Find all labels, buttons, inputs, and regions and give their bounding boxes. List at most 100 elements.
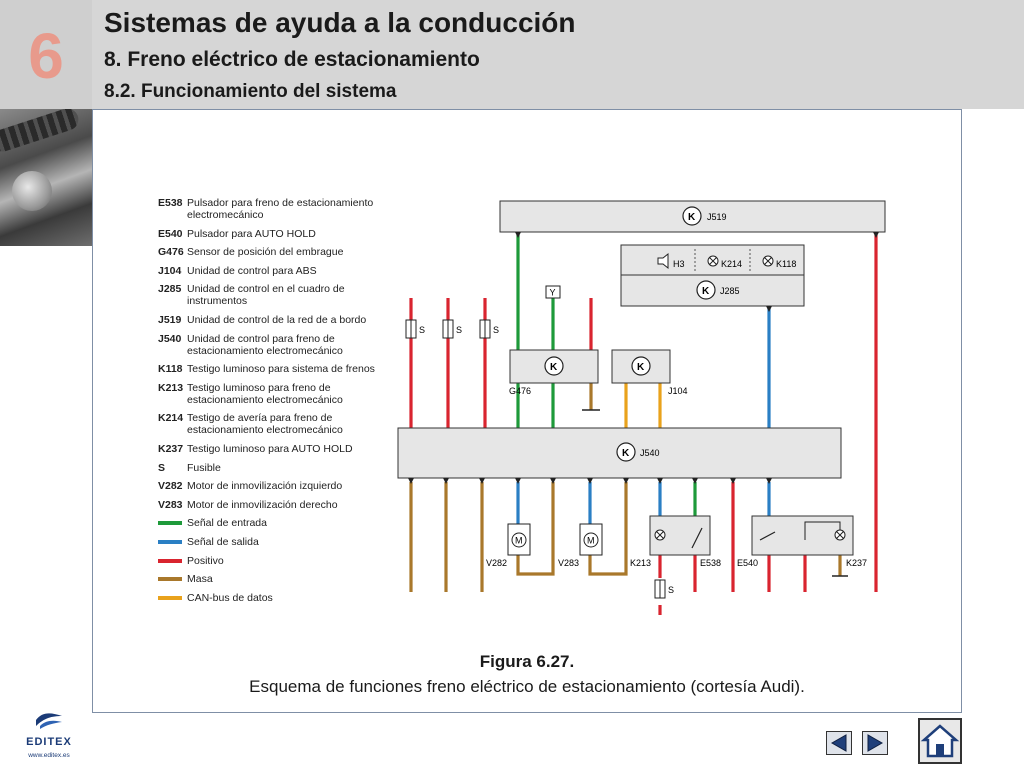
label-fuse: S xyxy=(668,585,674,595)
switch-icon xyxy=(759,531,776,541)
connector-pin xyxy=(692,478,698,484)
warning-lamp-icon xyxy=(836,531,844,539)
buzzer-icon xyxy=(657,252,669,270)
control-unit-icon-letter: K xyxy=(550,362,558,373)
legend-item: S Fusible xyxy=(158,462,398,474)
arrow-right-icon xyxy=(867,734,884,752)
connector-pin xyxy=(657,478,663,484)
legend-text: Testigo luminoso para sistema de frenos xyxy=(187,363,375,376)
legend-text: Motor de inmovilización derecho xyxy=(187,498,338,511)
legend-text: Testigo de avería para freno de estacion… xyxy=(187,412,343,437)
legend-text: Unidad de control de la red de a bordo xyxy=(187,313,367,326)
label-fuse: S xyxy=(493,325,499,335)
connector-pin xyxy=(587,478,593,484)
chapter-number: 6 xyxy=(28,20,64,92)
wire-color-swatch xyxy=(158,558,182,563)
connector-pin xyxy=(873,232,879,238)
wires xyxy=(409,235,878,615)
motor-icon-letter: M xyxy=(515,536,523,546)
control-unit-icon xyxy=(544,356,564,376)
connector-pin xyxy=(443,478,449,484)
legend-code: S xyxy=(158,461,166,474)
legend-item: J519 Unidad de control de la red de a bor… xyxy=(158,314,398,326)
diagram-legend: E538 Pulsador para freno de estacionamien… xyxy=(158,197,398,610)
logo-name: EDITEX xyxy=(26,736,72,748)
label-h3: H3 xyxy=(673,259,685,269)
motor-icon xyxy=(511,532,527,548)
connector-y-box xyxy=(545,285,561,299)
label-e538: E538 xyxy=(700,558,721,568)
legend-code: V283 xyxy=(158,498,183,511)
label-v283: V283 xyxy=(558,558,579,568)
connector-pin xyxy=(730,478,736,484)
legend-text: Pulsador para freno de estacionamiento e… xyxy=(187,197,374,221)
legend-code: E540 xyxy=(158,227,183,240)
wire-legend-item: Masa xyxy=(158,573,398,585)
legend-code: J540 xyxy=(158,332,182,345)
subsection-subtitle: 8.2. Funcionamiento del sistema xyxy=(104,81,397,102)
legend-text: Fusible xyxy=(187,461,221,474)
connector-pin xyxy=(550,478,556,484)
wire-legend-label: Señal de entrada xyxy=(187,517,267,530)
legend-item: J540 Unidad de control para freno de esta… xyxy=(158,333,398,357)
control-unit-icon-letter: K xyxy=(702,286,710,297)
legend-text: Testigo luminoso para freno de estaciona… xyxy=(187,381,343,406)
wire-ground xyxy=(588,482,628,576)
wire-legend-label: Señal de salida xyxy=(187,535,259,548)
legend-code: J519 xyxy=(158,313,182,326)
legend-code: K214 xyxy=(158,412,184,425)
label-y: Y xyxy=(550,288,556,298)
switch-icon xyxy=(691,527,703,549)
wire-ground xyxy=(516,482,555,576)
label-fuse: S xyxy=(419,325,425,335)
wire-legend-label: CAN-bus de datos xyxy=(187,591,273,604)
legend-code: K118 xyxy=(158,363,183,376)
legend-text: Pulsador para AUTO HOLD xyxy=(187,227,316,240)
j519-connectors xyxy=(515,232,879,238)
legend-item: E538 Pulsador para freno de estacionamien… xyxy=(158,197,398,221)
label-k214: K214 xyxy=(721,259,742,269)
legend-code: V282 xyxy=(158,480,183,493)
wire-legend-item: Señal de entrada xyxy=(158,517,398,529)
label-k213: K213 xyxy=(630,558,651,568)
label-fuse: S xyxy=(456,325,462,335)
section-subtitle: 8. Freno eléctrico de estacionamiento xyxy=(104,48,480,71)
arrow-left-icon xyxy=(830,734,847,752)
legend-text: Testigo luminoso para AUTO HOLD xyxy=(187,442,353,455)
connector-pin xyxy=(479,478,485,484)
legend-code: E538 xyxy=(158,197,183,209)
engine-photo xyxy=(0,109,92,246)
wire-color-swatch xyxy=(158,577,182,582)
chapter-box: 6 xyxy=(0,0,92,109)
wire-legend-label: Positivo xyxy=(187,554,224,567)
wire-legend-item: Señal de salida xyxy=(158,536,398,548)
motor-icon xyxy=(583,532,599,548)
warning-lamp-icon xyxy=(709,257,717,265)
label-k237: K237 xyxy=(846,558,867,568)
figure-number: Figura 6.27. xyxy=(479,652,575,671)
home-button[interactable] xyxy=(918,718,962,764)
wire-color-swatch xyxy=(158,595,182,600)
page-title: Sistemas de ayuda a la conducción xyxy=(104,7,576,38)
label-j519: J519 xyxy=(707,212,727,222)
next-slide-button[interactable] xyxy=(862,731,888,755)
legend-item: K118 Testigo luminoso para sistema de fre… xyxy=(158,363,398,375)
legend-item: V283 Motor de inmovilización derecho xyxy=(158,499,398,511)
header-bar: 6 Sistemas de ayuda a la conducción 8. F… xyxy=(0,0,1024,109)
label-j104: J104 xyxy=(668,386,688,396)
editex-logo: EDITEX www.editex.es xyxy=(14,712,84,762)
connector-pin xyxy=(766,478,772,484)
wire-color-swatch xyxy=(158,521,182,526)
legend-item: E540 Pulsador para AUTO HOLD xyxy=(158,228,398,240)
label-e540: E540 xyxy=(737,558,758,568)
legend-code: J285 xyxy=(158,283,182,296)
connector-pin xyxy=(766,306,772,312)
legend-text: Unidad de control para freno de estacion… xyxy=(187,332,343,357)
prev-slide-button[interactable] xyxy=(826,731,852,755)
